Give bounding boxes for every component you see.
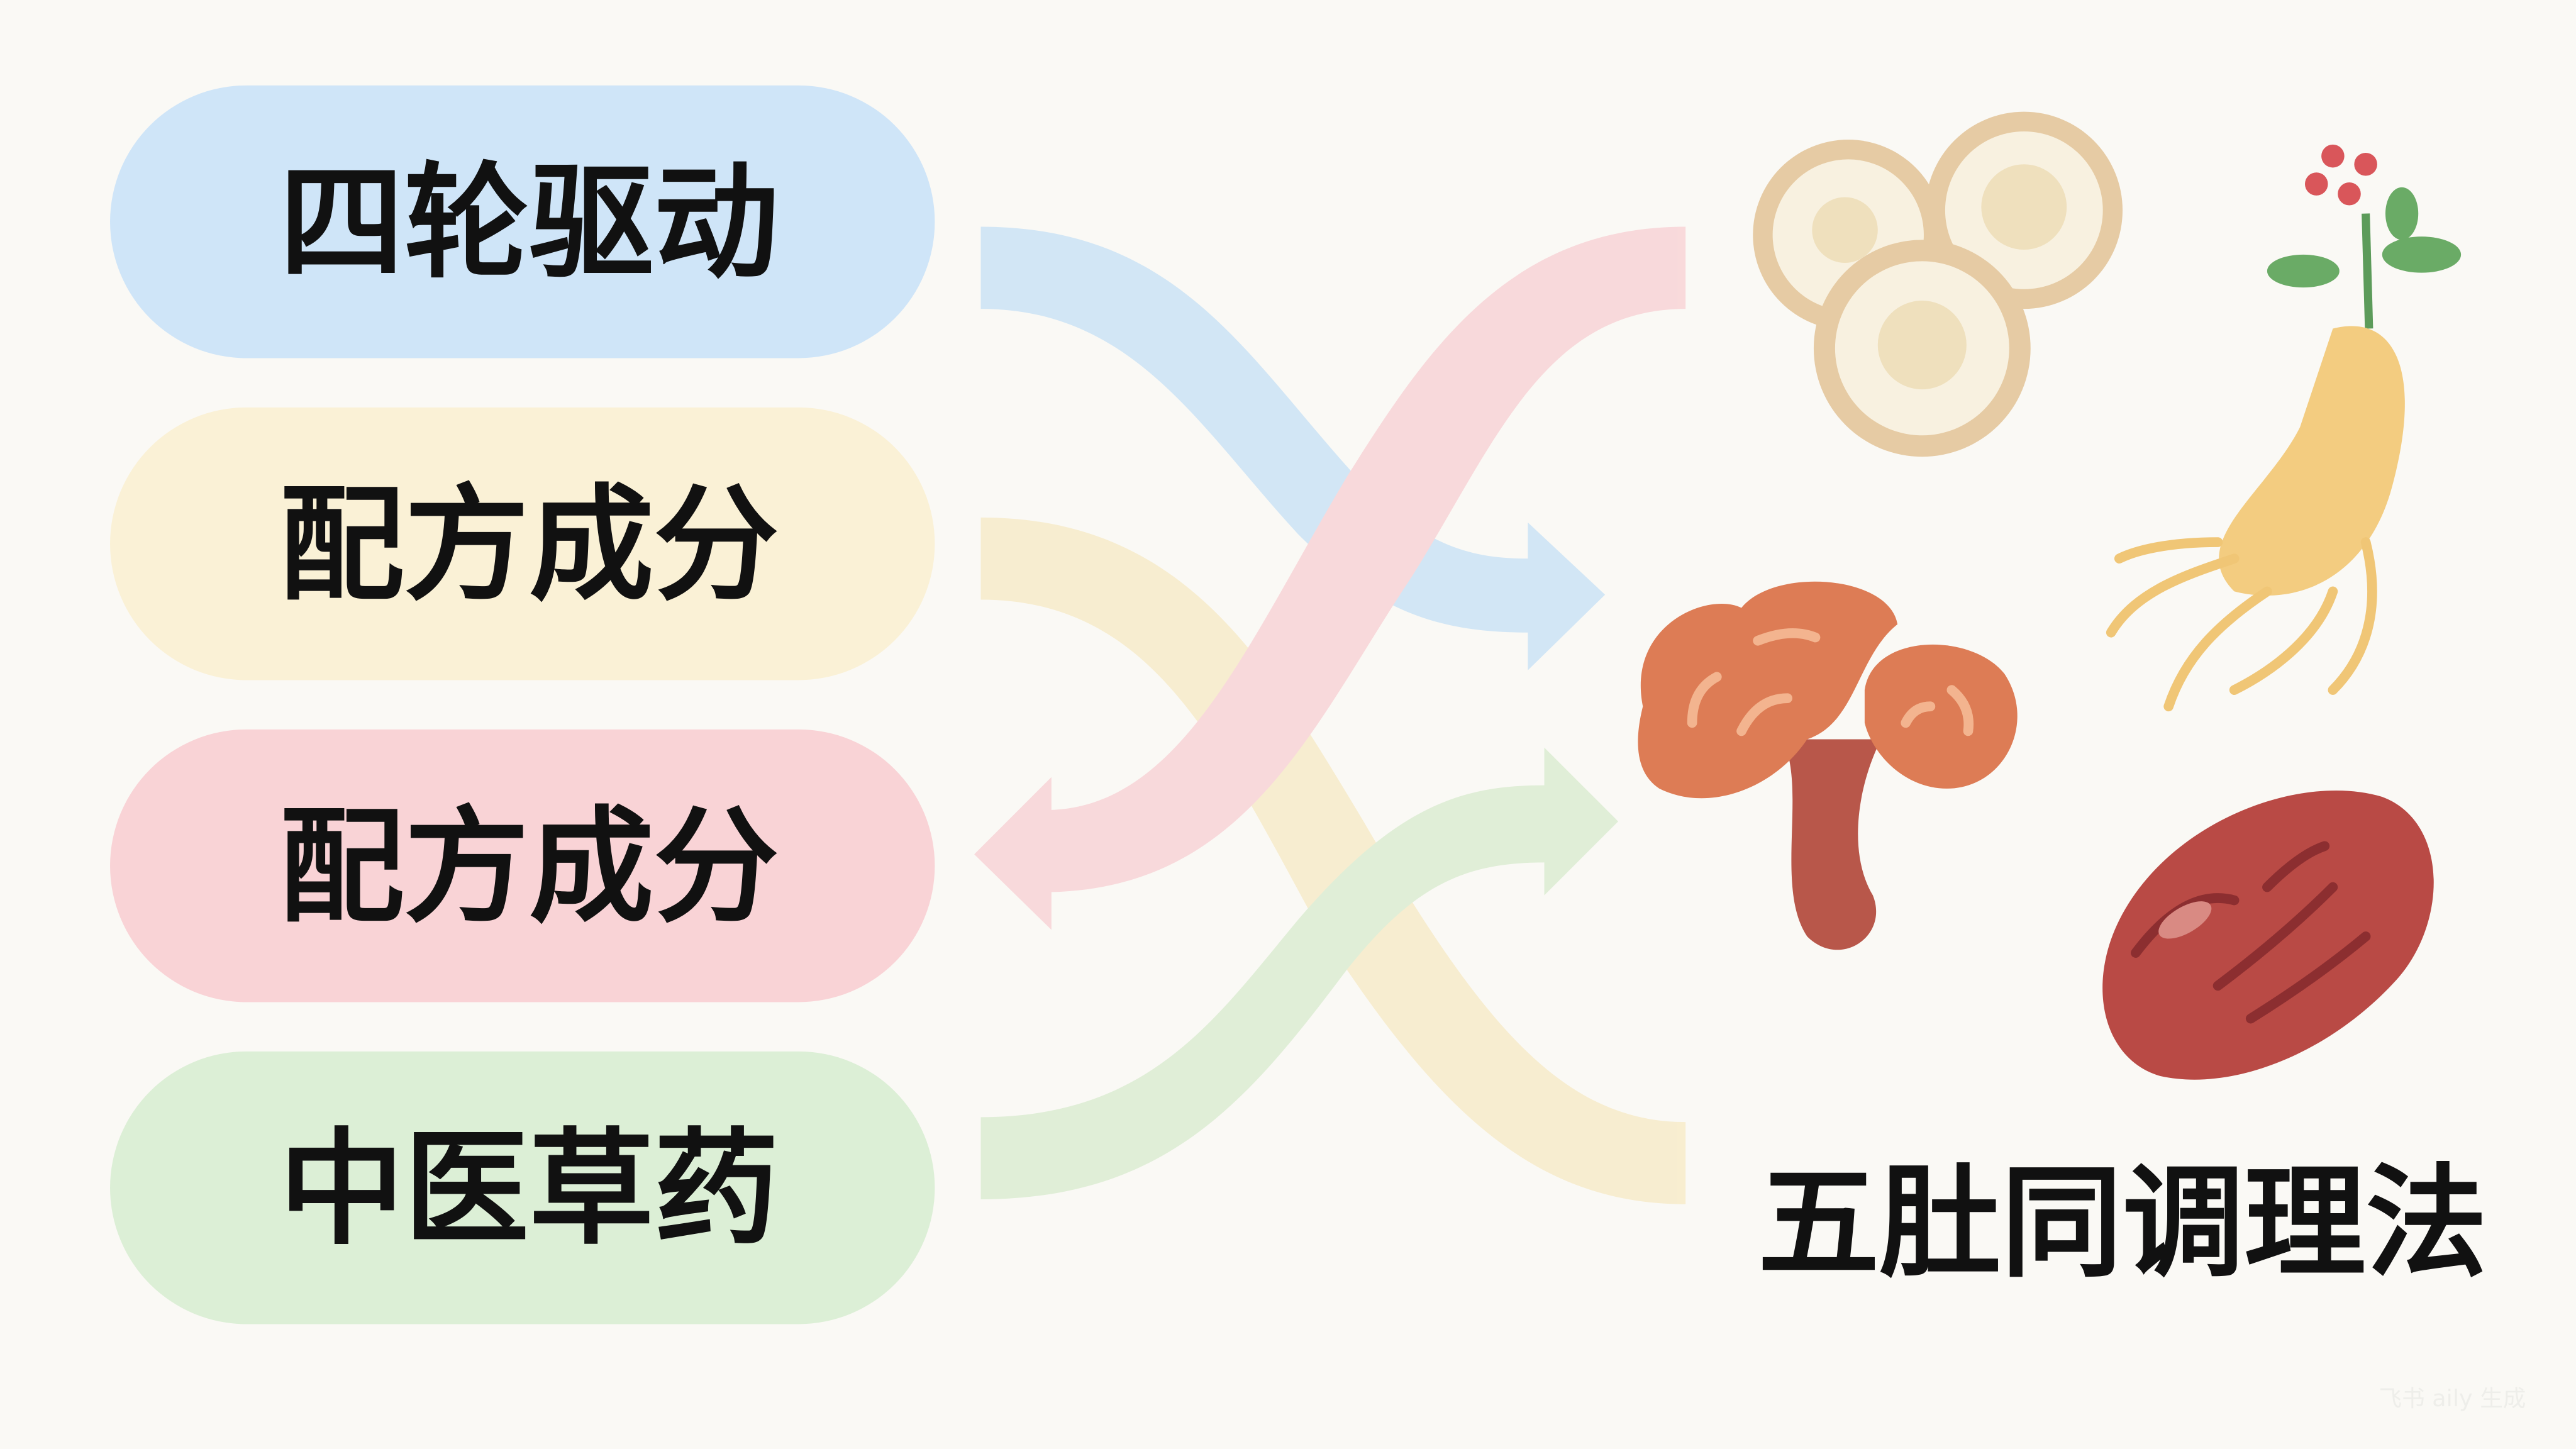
title: 五肚同调理法 [1758, 1152, 2487, 1294]
pill-background [110, 407, 935, 680]
pill-1: 四轮驱动 [110, 85, 935, 358]
pill-background [110, 1051, 935, 1324]
red-date-icon [2102, 790, 2434, 1080]
flow-pink [974, 226, 1686, 930]
pill-label: 配方成分 [279, 472, 779, 618]
flow-blue [980, 226, 1606, 670]
pill-label: 配方成分 [279, 794, 779, 940]
pill-background [110, 729, 935, 1002]
sliced-herb-icon [1753, 111, 2123, 457]
pill-label: 四轮驱动 [279, 150, 779, 296]
pill-3: 配方成分 [110, 729, 935, 1002]
watermark: 飞书 aily 生成 [2379, 1385, 2526, 1412]
flow-green [980, 747, 1619, 1199]
pill-background [110, 85, 935, 358]
ginseng-icon [2106, 144, 2462, 712]
pill-2: 配方成分 [110, 407, 935, 680]
pill-4: 中医草药 [110, 1051, 935, 1324]
flow-yellow [980, 517, 1686, 1204]
pill-label: 中医草药 [279, 1116, 779, 1262]
lingzhi-mushroom-icon [1638, 581, 2018, 950]
